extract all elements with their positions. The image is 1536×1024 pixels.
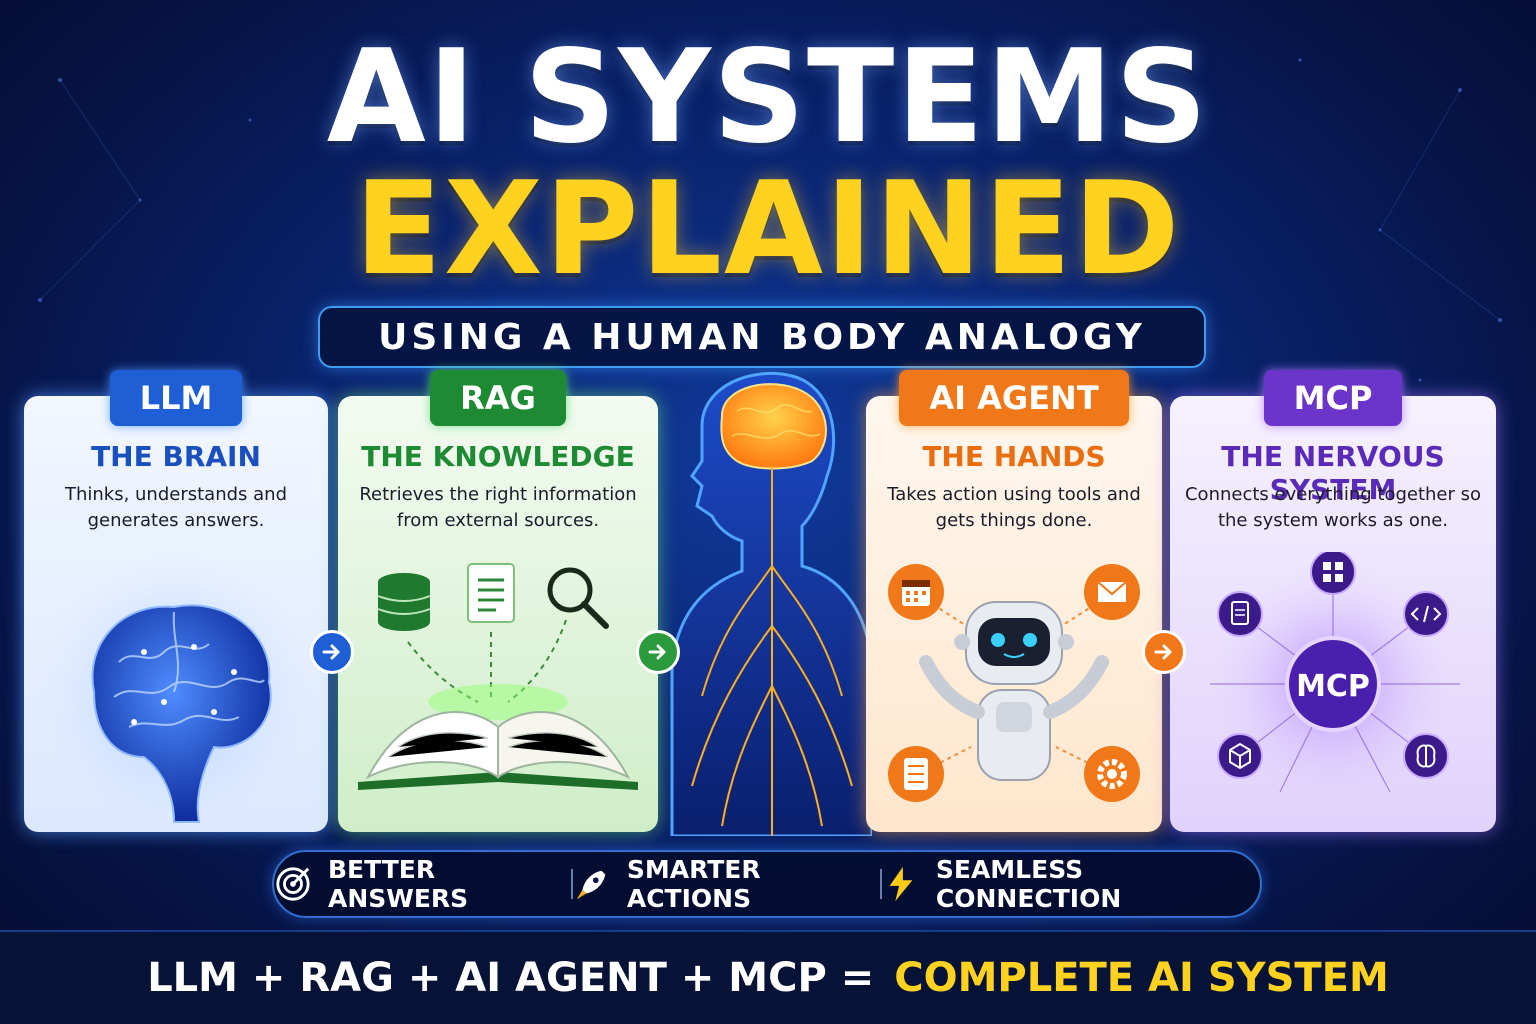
benefit-smarter-actions: SMARTER ACTIONS [573,855,880,913]
lightning-icon [889,866,913,902]
database-icon [377,573,431,631]
calendar-icon [888,564,944,620]
document-icon [467,563,515,623]
human-body-illustration [670,371,872,836]
page-title-line2: EXPLAINED [354,155,1182,304]
network-icon: MCP [1210,552,1460,804]
mcp-card: THE NERVOUS SYSTEM Connects everything t… [1170,396,1496,832]
mcp-card-description: Connects everything together so the syst… [1184,484,1482,531]
book-icon [358,563,638,790]
checklist-icon [888,746,944,802]
magnifier-icon [547,567,609,629]
rag-tag: RAG [430,370,566,426]
arrow-right-icon [636,630,680,674]
mcp-card-title: THE NERVOUS SYSTEM [1221,440,1445,506]
rocket-icon [576,870,606,900]
footer-result-text: COMPLETE AI SYSTEM [894,955,1389,1001]
mcp-tag: MCP [1263,370,1403,426]
grid-icon [1310,552,1356,595]
ai-agent-card-title: THE HANDS [922,440,1106,473]
ai-agent-tag: AI AGENT [899,370,1129,426]
benefits-bar: BETTER ANSWERS SMARTER ACTIONS SEAMLESS … [272,850,1262,918]
rag-card: THE KNOWLEDGE Retrieves the right inform… [338,396,658,832]
divider [879,869,882,899]
benefit-label: BETTER ANSWERS [327,855,469,913]
brain-small-icon [1403,733,1449,779]
llm-card: THE BRAIN Thinks, understands and genera… [24,396,328,832]
subtitle-banner: USING A HUMAN BODY ANALOGY [318,306,1206,368]
cube-icon [1217,733,1263,779]
mail-icon [1084,564,1140,620]
footer-equation-text: LLM + RAG + AI AGENT + MCP = [147,955,875,1001]
benefit-label: SEAMLESS CONNECTION [935,855,1122,913]
mcp-hub-label: MCP [1296,669,1370,704]
llm-tag: LLM [109,370,243,426]
benefit-label: SMARTER ACTIONS [626,855,761,913]
divider [570,869,573,899]
code-icon [1403,591,1449,637]
ai-agent-card: THE HANDS Takes action using tools and g… [866,396,1162,832]
benefit-better-answers: BETTER ANSWERS [274,855,571,913]
llm-card-description: Thinks, understands and generates answer… [64,484,288,531]
benefit-seamless-connection: SEAMLESS CONNECTION [882,855,1260,913]
rag-card-title: THE KNOWLEDGE [361,440,635,473]
file-icon [1217,591,1263,637]
footer-equation: LLM + RAG + AI AGENT + MCP = COMPLETE AI… [0,930,1536,1024]
rag-card-description: Retrieves the right information from ext… [359,484,637,531]
ai-agent-card-description: Takes action using tools and gets things… [887,484,1141,531]
gear-icon [1084,746,1140,802]
llm-card-title: THE BRAIN [91,440,261,473]
robot-body [919,601,1109,781]
page-title-line1: AI SYSTEMS [326,23,1210,172]
robot-icon [888,564,1140,802]
arrow-right-icon [1142,630,1186,674]
brain-icon [38,554,314,830]
arrow-right-icon [310,630,354,674]
target-icon [276,867,310,901]
